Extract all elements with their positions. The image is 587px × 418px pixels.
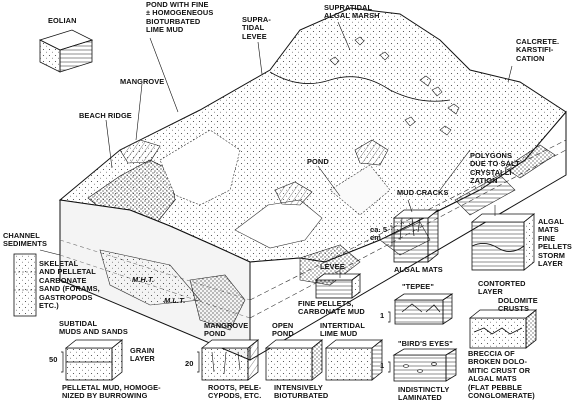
label-tepee: "TEPEE" [402,282,434,291]
label-polygons: POLYGONS DUE TO SALT CRYSTALLI- ZATION [470,151,520,186]
scale-1-tepee: 1 [380,311,385,320]
scale-ca-5-cm: ca. 5 cm [370,225,388,243]
label-fine-pellets-carbonate-mud: FINE PELLETS, CARBONATE MUD [298,299,365,317]
label-mlt: M.L.T. [164,296,186,305]
mangrove-pond-cube [200,339,260,381]
tepee-block [393,293,454,325]
label-beach-ridge: BEACH RIDGE [79,111,132,120]
label-indistinctly-laminated: INDISTINCTLY LAMINATED [398,385,450,403]
intertidal-cube [324,339,384,381]
label-mangrove-pond: MANGROVE POND [204,321,249,339]
label-pond: POND [307,157,329,166]
scale-1-birds-eyes: 1 [380,361,385,370]
label-channel-sediments: CHANNEL SEDIMENTS [3,231,48,249]
storm-layer-block [470,213,536,271]
birds-eyes-block [392,348,458,382]
label-open-pond: OPEN POND [272,321,294,339]
label-calcrete: CALCRETE. KARSTIFI- CATION [516,37,560,63]
scale-20: 20 [185,359,194,368]
block-top-surface [58,7,567,263]
label-roots-pelecypods: ROOTS, PELE- CYPODS, ETC. [208,383,262,401]
label-subtidal: SUBTIDAL MUDS AND SANDS [59,319,128,337]
dolomite-crust-block [468,309,538,349]
label-supratidal-algal-marsh: SUPRATIDAL ALGAL MARSH [324,3,380,21]
label-dolomite-crusts: DOLOMITE CRUSTS [498,296,538,314]
open-pond-cube [264,339,324,381]
block-front-face [59,199,251,361]
label-pond-fine-lime-mud: POND WITH FINE ± HOMOGENEOUS BIOTURBATED… [146,0,214,35]
label-intertidal-lime-mud: INTERTIDAL LIME MUD [320,321,365,339]
label-algal-mats-fine-pellets: ALGAL MATS FINE PELLETS STORM LAYER [538,217,572,269]
label-levee: LEVEE [320,262,345,271]
label-eolian: EOLIAN [48,16,77,25]
scale-50: 50 [49,355,58,364]
levee-block [314,273,362,299]
leader-lines [39,21,513,278]
label-grain-layer: GRAIN LAYER [130,346,155,364]
label-supratidal-levee: SUPRA- TIDAL LEVEE [242,15,271,41]
label-skeletal-carbonate-sand: SKELETAL AND PELLETAL CARBONATE SAND (FO… [39,259,100,311]
label-mud-cracks: MUD CRACKS [397,188,449,197]
label-contorted-layer: CONTORTED LAYER [478,279,526,297]
subtidal-cube [64,339,124,381]
scale-bars [61,225,393,373]
label-mangrove: MANGROVE [120,77,165,86]
label-intensively-bioturbated: INTENSIVELY BIOTURBATED [274,383,329,401]
label-birds-eyes: "BIRD'S EYES" [398,339,453,348]
label-algal-mats: ALGAL MATS [394,265,443,274]
polygon-marks [329,36,460,136]
channel-sediments-column [13,253,37,317]
eolian-block [38,29,94,73]
label-pelletal-mud: PELLETAL MUD, HOMOGE- NIZED BY BURROWING [62,383,161,401]
mud-cracks-block [392,209,440,263]
label-breccia: BRECCIA OF BROKEN DOLO- MITIC CRUST OR A… [468,349,535,401]
label-mht: M.H.T. [132,275,155,284]
